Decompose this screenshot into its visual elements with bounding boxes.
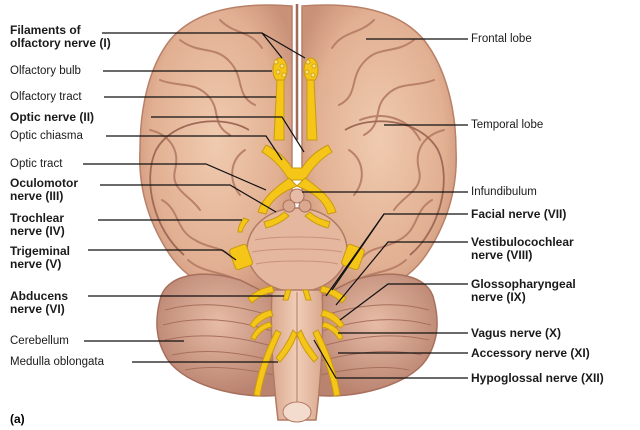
oculomotor-left (263, 211, 290, 229)
label-medulla-oblongata: Medulla oblongata (10, 356, 104, 368)
label-glossopharyngeal-nerve: Glossopharyngeal nerve (IX) (471, 277, 576, 304)
label-optic-chiasma: Optic chiasma (10, 130, 83, 142)
label-cerebellum: Cerebellum (10, 335, 69, 347)
olfactory-filaments (273, 59, 317, 78)
label-optic-nerve: Optic nerve (II) (10, 110, 95, 124)
label-abducens-nerve: Abducens nerve (VI) (10, 289, 69, 316)
optic-chiasma (261, 144, 333, 181)
label-optic-tract: Optic tract (10, 158, 63, 170)
oculomotor-right (304, 211, 331, 229)
label-hypoglossal-nerve: Hypoglossal nerve (XII) (471, 371, 604, 385)
label-infundibulum: Infundibulum (471, 186, 537, 198)
label-vestibulocochlear-nerve: Vestibulocochlear nerve (VIII) (471, 235, 574, 262)
figure-tag: (a) (10, 412, 25, 426)
optic-tract-left (257, 177, 298, 215)
label-olfactory-tract: Olfactory tract (10, 91, 82, 103)
olfactory-tract-right (306, 79, 318, 141)
label-olfactory-bulb: Olfactory bulb (10, 65, 81, 77)
cerebellum-shape (156, 273, 438, 397)
label-filaments-olfactory: Filaments of olfactory nerve (I) (10, 23, 111, 50)
label-trochlear-nerve: Trochlear nerve (IV) (10, 211, 65, 238)
label-oculomotor-nerve: Oculomotor nerve (III) (10, 176, 78, 203)
label-trigeminal-nerve: Trigeminal nerve (V) (10, 244, 71, 271)
leader-lines (83, 32, 468, 379)
brainstem (246, 188, 348, 423)
label-facial-nerve: Facial nerve (VII) (471, 207, 567, 221)
trigeminal-left (229, 243, 253, 271)
label-vagus-nerve: Vagus nerve (X) (471, 326, 562, 340)
optic-tract-right (296, 177, 337, 215)
label-frontal-lobe: Frontal lobe (471, 33, 532, 45)
label-temporal-lobe: Temporal lobe (471, 119, 544, 131)
olfactory-tract-left (273, 79, 285, 141)
label-accessory-nerve: Accessory nerve (XI) (471, 346, 590, 360)
